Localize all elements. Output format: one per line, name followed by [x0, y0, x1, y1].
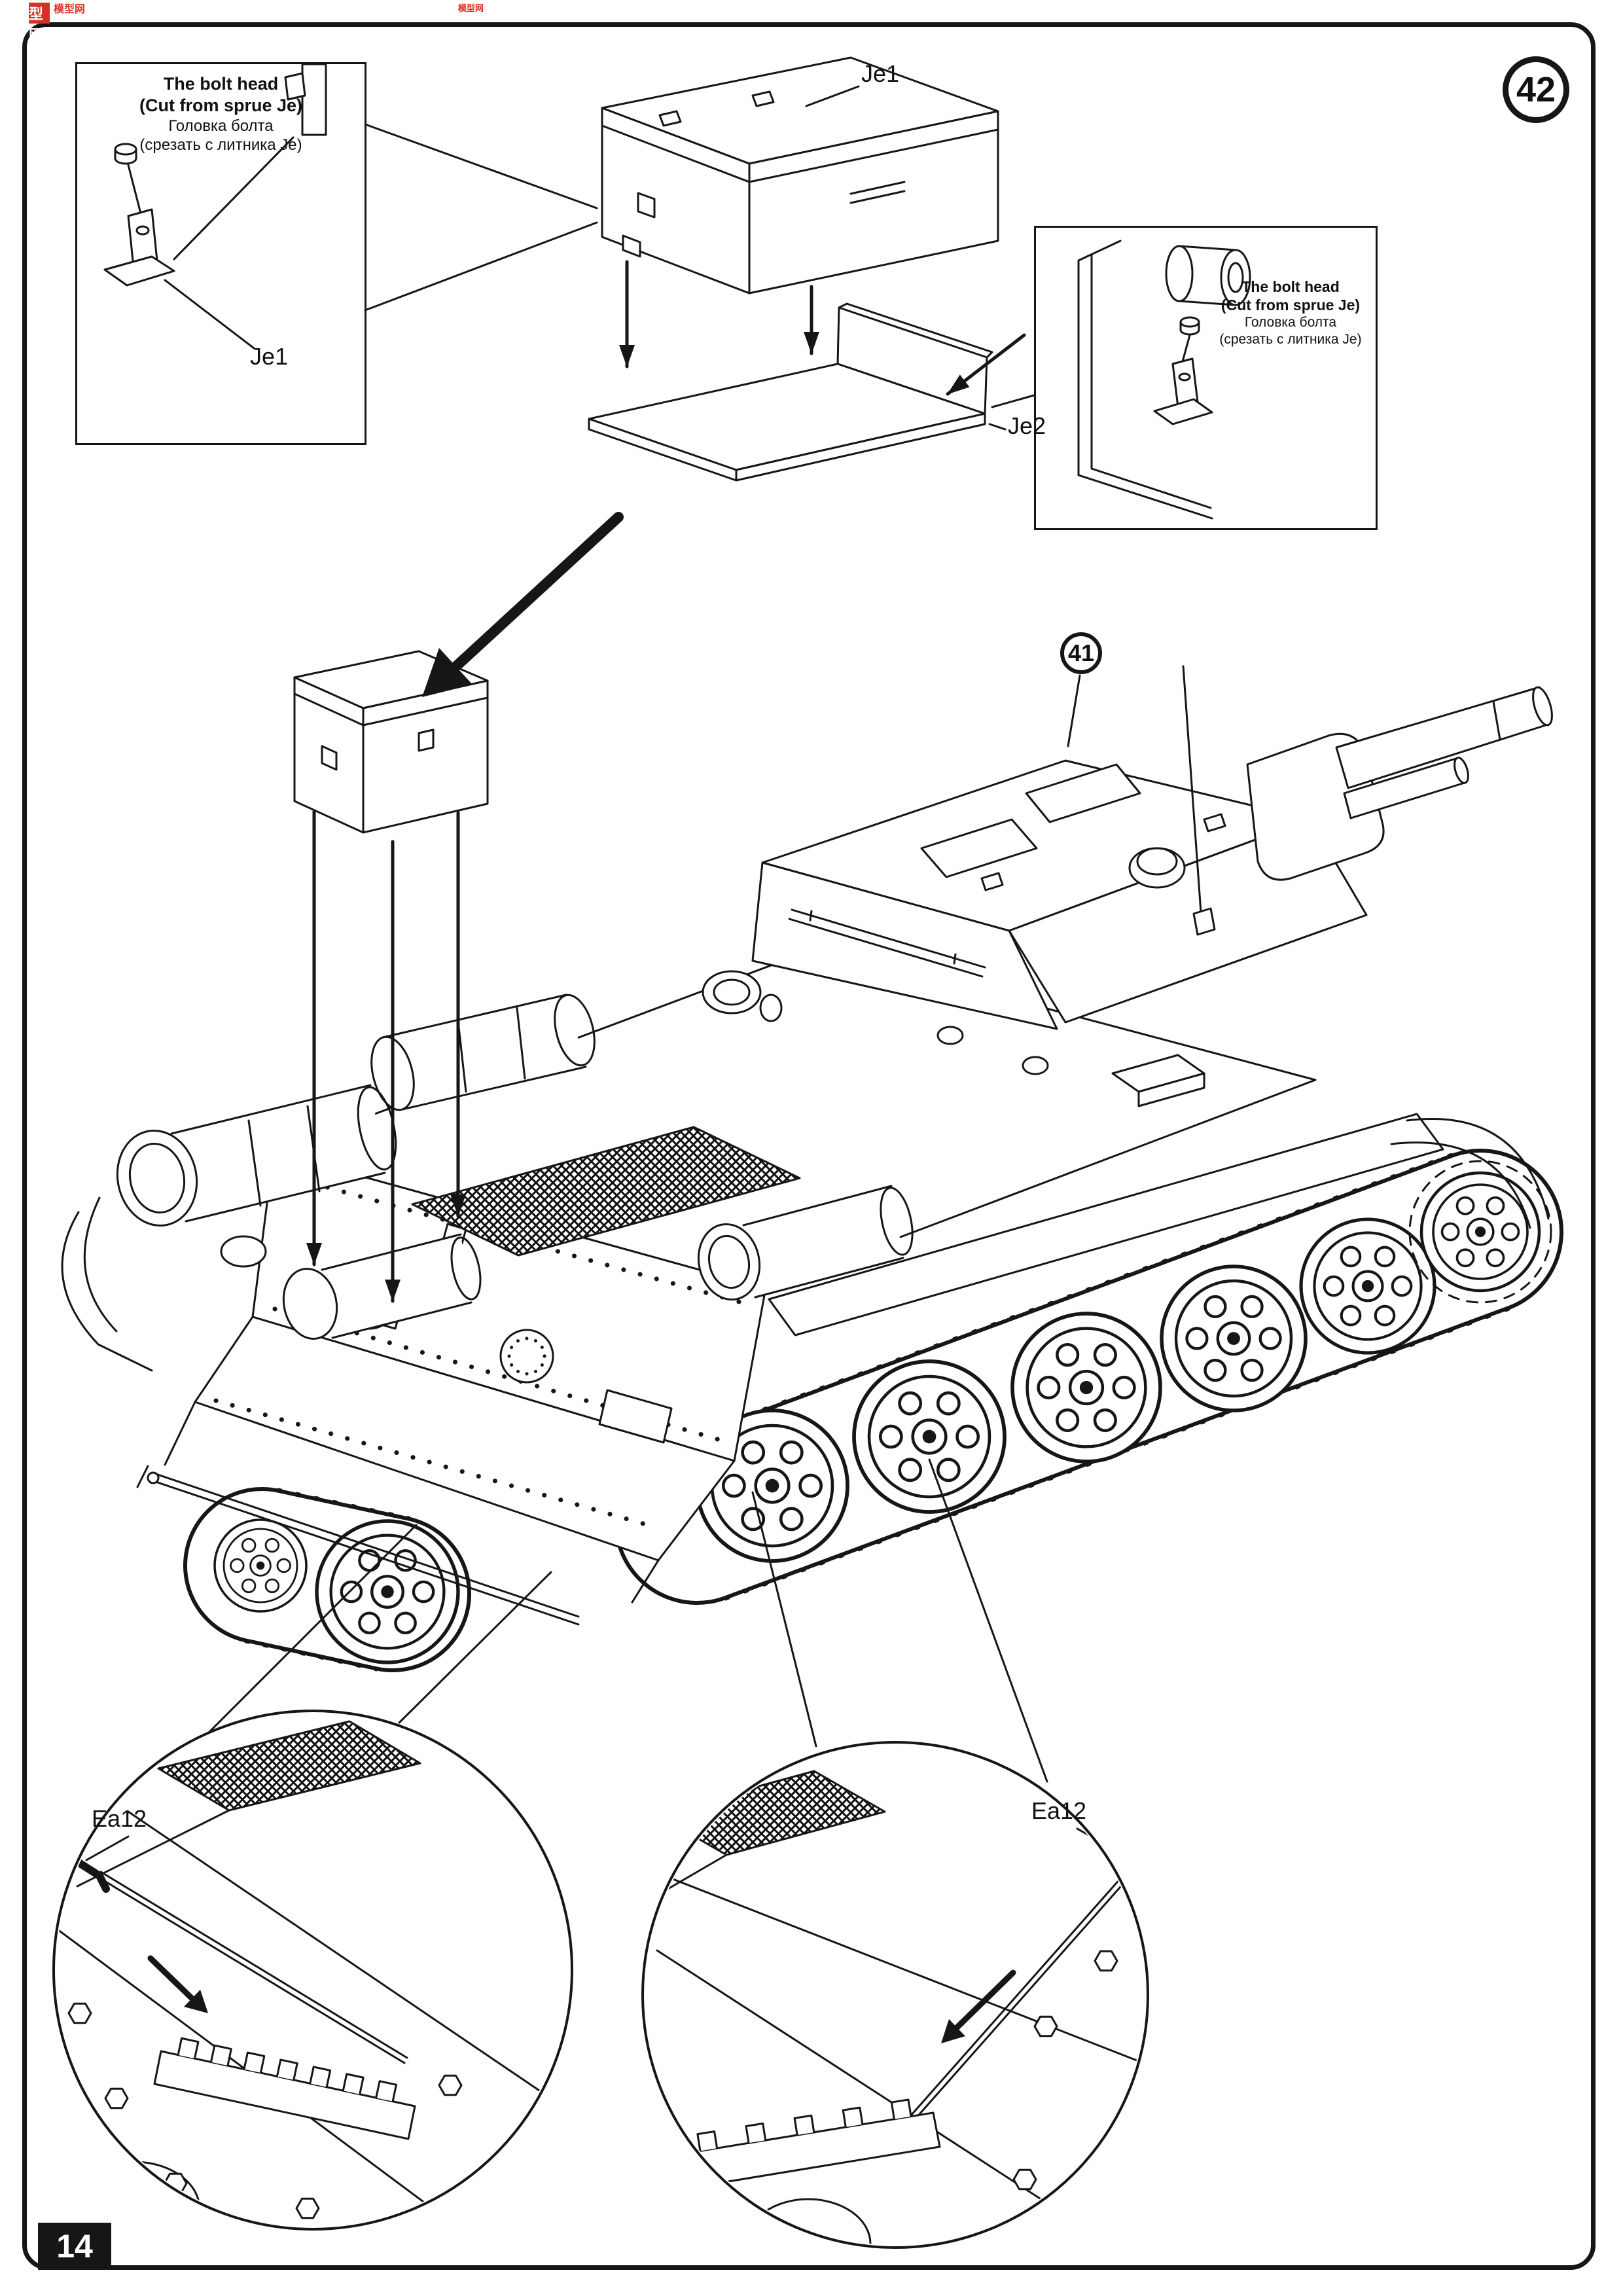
detail-leaders [194, 1458, 1048, 1783]
callout-41-leader [1067, 674, 1081, 747]
bolt-title-en-1: The bolt head [1241, 278, 1340, 295]
step-number-badge: 42 [1503, 56, 1569, 123]
bolt-title-ru-2: (срезать с литника Je) [139, 136, 302, 154]
page-number: 14 [38, 2223, 111, 2270]
part-label-je2: Je2 [1008, 412, 1046, 439]
watermark-text: 模型网 [54, 4, 86, 15]
bolt-head-inset-left [75, 62, 366, 445]
bolt-title-ru-2: (срезать с литника Je) [1219, 331, 1362, 347]
part-je1-box [601, 56, 999, 295]
bolt-title-en-2: (Cut from sprue Je) [139, 95, 303, 115]
bolt-title-en-2: (Cut from sprue Je) [1221, 296, 1361, 314]
road-wheels [213, 1160, 1552, 1662]
watermark-logo: 模型网 模型网 [29, 0, 86, 43]
bolt-title-en-1: The bolt head [163, 74, 279, 94]
part-label-je1-inset: Je1 [250, 343, 289, 370]
detail-label-ea12-left: Ea12 [92, 1805, 147, 1832]
antenna [1182, 665, 1203, 923]
bolt-title-ru-1: Головка болта [1244, 315, 1337, 331]
right-inset-drawing [991, 240, 1251, 520]
part-label-je1: Je1 [861, 60, 900, 87]
watermark-icon: 模型网 [29, 0, 50, 43]
detail-circle-right [641, 1741, 1149, 2249]
bolt-head-text-left: The bolt head (Cut from sprue Je) Головк… [83, 73, 359, 154]
bolt-head-text-right: The bolt head (Cut from sprue Je) Головк… [1208, 278, 1373, 348]
watermark-text-small: 模型网 [458, 3, 484, 13]
left-inset-drawing [103, 63, 598, 350]
bolt-title-ru-1: Головка болта [168, 117, 274, 135]
part-je2-tray [588, 302, 1007, 482]
bolt-head-inset-right [1034, 226, 1378, 530]
detail-label-ea12-right: Ea12 [1031, 1797, 1087, 1824]
detail-circle-left [52, 1710, 573, 2231]
gun-and-mantlet [1246, 686, 1553, 881]
assembly-arrows [619, 260, 1026, 396]
fuel-drums-and-grille [116, 994, 914, 1340]
callout-41-badge: 41 [1060, 632, 1102, 674]
big-assembly-arrow [422, 512, 624, 697]
